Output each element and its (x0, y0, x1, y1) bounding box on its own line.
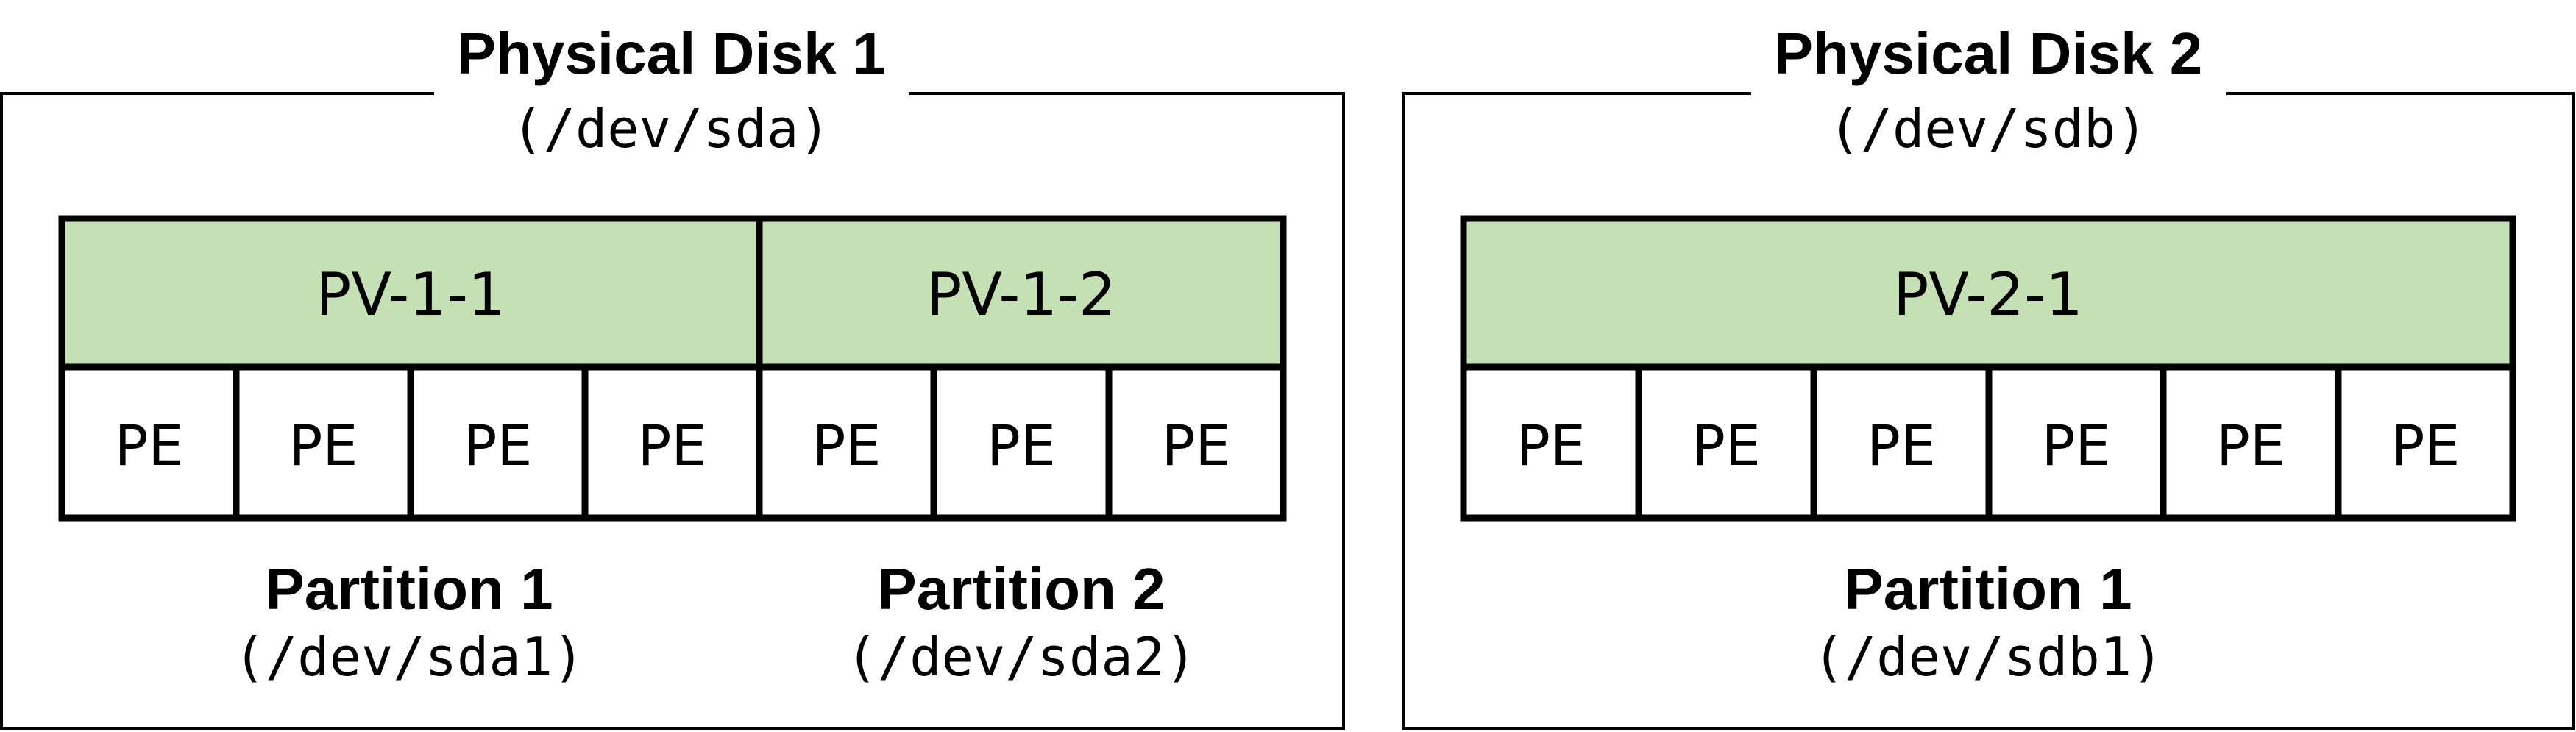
disk-frame (0, 92, 1345, 730)
physical-disk-2: Physical Disk 2 (/dev/sdb) PV-2-1 PE PE … (1402, 21, 2575, 730)
pe-label: PE (2216, 413, 2285, 478)
pe-label: PE (464, 413, 533, 478)
disk-device: (/dev/sdb) (1828, 98, 2147, 160)
pv-row: PV-1-1 PV-1-2 (58, 215, 1287, 371)
disk-title: Physical Disk 1 (457, 21, 886, 86)
pv-label: PV-1-2 (926, 260, 1116, 329)
pe-cell[interactable] (58, 363, 240, 522)
pe-cell[interactable] (1985, 363, 2167, 522)
partition-device: (/dev/sda2) (846, 626, 1197, 688)
pe-row: PE PE PE PE PE PE (1460, 363, 2516, 522)
pe-label: PE (987, 413, 1056, 478)
pv-label: PV-1-1 (316, 260, 505, 329)
pe-cell[interactable] (2160, 363, 2342, 522)
pe-cell[interactable] (1460, 363, 1642, 522)
pe-cell[interactable] (1635, 363, 1817, 522)
pe-label: PE (1867, 413, 1936, 478)
partition-2: Partition 2 (/dev/sda2) (846, 556, 1197, 688)
disk-title: Physical Disk 2 (1774, 21, 2203, 86)
pe-row: PE PE PE PE PE PE PE (58, 363, 1287, 522)
pe-cell[interactable] (1105, 363, 1287, 522)
pe-label: PE (1162, 413, 1231, 478)
pe-label: PE (1692, 413, 1761, 478)
pe-label: PE (1516, 413, 1586, 478)
partition-device: (/dev/sda1) (234, 626, 585, 688)
partition-title: Partition 2 (877, 556, 1165, 622)
partition-device: (/dev/sdb1) (1813, 626, 2164, 688)
pe-label: PE (2042, 413, 2111, 478)
pv-box[interactable] (756, 215, 1287, 371)
disk-frame (1402, 92, 2575, 730)
pe-cell[interactable] (2335, 363, 2516, 522)
pe-label: PE (812, 413, 881, 478)
pv-row: PV-2-1 (1460, 215, 2516, 371)
pv-label: PV-2-1 (1893, 260, 2083, 329)
partition-1: Partition 1 (/dev/sda1) (234, 556, 585, 688)
partition-title: Partition 1 (265, 556, 553, 622)
pe-label: PE (115, 413, 184, 478)
physical-disk-1: Physical Disk 1 (/dev/sda) PV-1-1 PV-1-2… (0, 21, 1345, 730)
partition-title: Partition 1 (1844, 556, 2132, 622)
pe-label: PE (289, 413, 358, 478)
pe-label: PE (638, 413, 707, 478)
partition-1: Partition 1 (/dev/sdb1) (1813, 556, 2164, 688)
disk-device: (/dev/sda) (511, 98, 830, 160)
pe-label: PE (2391, 413, 2460, 478)
